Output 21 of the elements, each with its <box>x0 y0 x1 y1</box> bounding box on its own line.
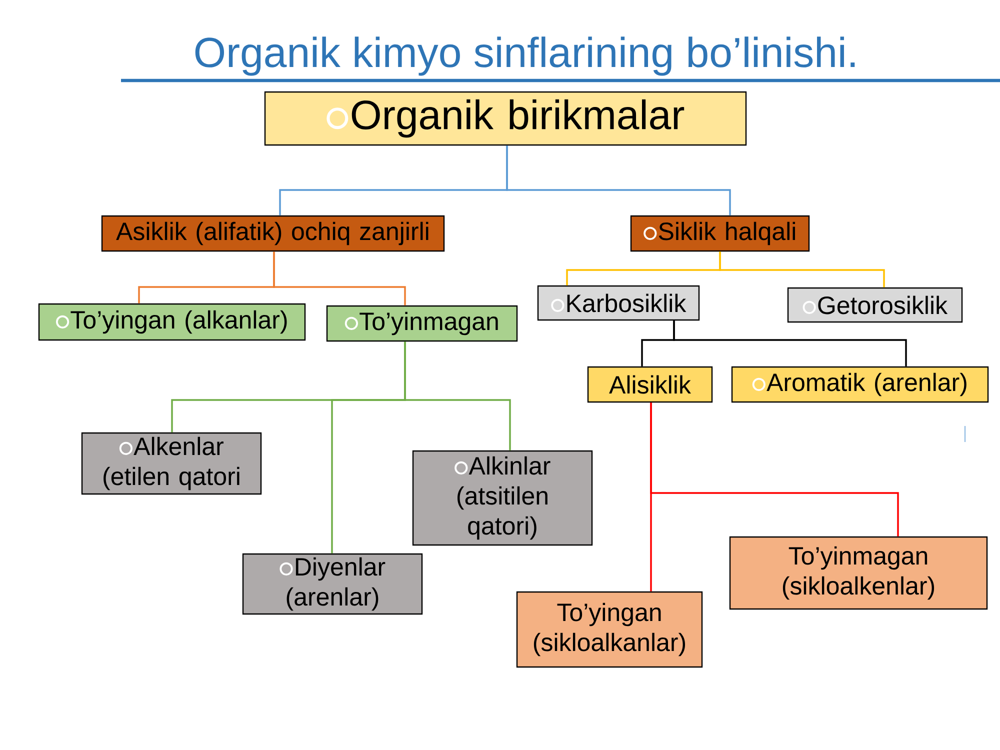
connector-line <box>404 342 511 450</box>
category-box: Organik birikmalar <box>264 91 747 146</box>
category-box: Aromatik (arenlar) <box>731 366 989 403</box>
connector-line <box>673 320 907 366</box>
category-box: Alisiklik <box>587 366 713 403</box>
category-box: To’yinmagan (sikloalkenlar) <box>729 536 988 610</box>
category-box: Getorosiklik <box>787 287 963 323</box>
category-box: To’yinmagan <box>326 305 518 342</box>
category-box: Diyenlar (arenlar) <box>242 553 423 615</box>
connector-line <box>650 402 899 536</box>
connector-line <box>506 146 731 216</box>
category-box: Alkinlar (atsitilen qatori) <box>412 450 593 546</box>
connector-line <box>719 252 885 288</box>
category-box: To’yingan (sikloalkanlar) <box>516 591 703 668</box>
category-box: Alkenlar (etilen qatori <box>81 432 262 495</box>
category-box: To’yingan (alkanlar) <box>38 303 306 341</box>
connector-line <box>273 252 406 306</box>
category-box: Asiklik (alifatik) ochiq zanjirli <box>101 215 445 252</box>
title: Organik kimyo sinflarining bo’linishi. <box>195 36 855 76</box>
category-box: Karbosiklik <box>537 285 700 321</box>
category-box: Siklik halqali <box>630 215 810 252</box>
